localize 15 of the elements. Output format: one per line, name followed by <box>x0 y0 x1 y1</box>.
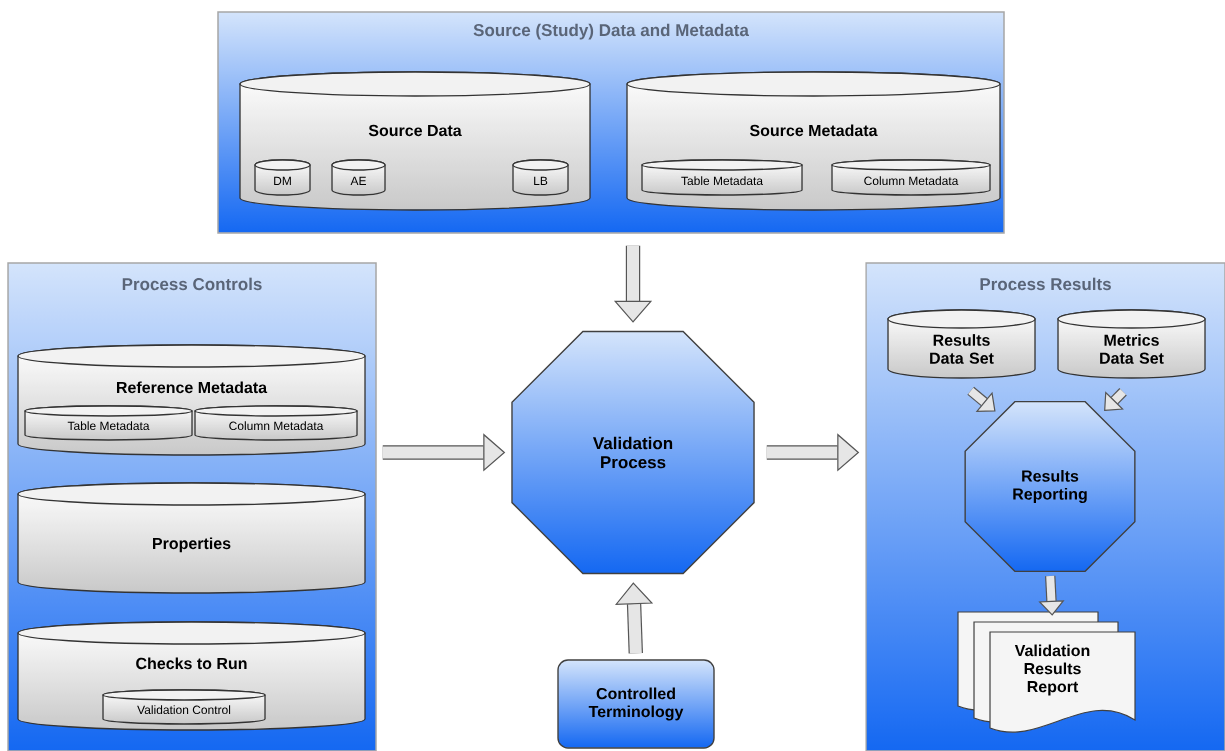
database-cylinder: LB <box>512 159 569 196</box>
database-cylinder: Metrics Data Set <box>1057 309 1206 379</box>
database-cylinder: Table Metadata <box>641 159 803 196</box>
block-arrow <box>967 386 996 412</box>
database-cylinder: Validation Control <box>102 689 266 725</box>
terminology-box: Controlled Terminology <box>557 659 715 749</box>
document-stack: Validation Results Report <box>957 611 1136 733</box>
database-cylinder: AE <box>331 159 386 196</box>
database-cylinder: Properties <box>17 482 366 594</box>
database-cylinder: Results Data Set <box>887 309 1036 379</box>
database-cylinder: Column Metadata <box>194 405 358 441</box>
database-cylinder: Column Metadata <box>831 159 991 196</box>
database-cylinder: Table Metadata <box>24 405 193 441</box>
process-octagon: Validation Process <box>511 330 755 575</box>
database-cylinder: DM <box>254 159 311 196</box>
